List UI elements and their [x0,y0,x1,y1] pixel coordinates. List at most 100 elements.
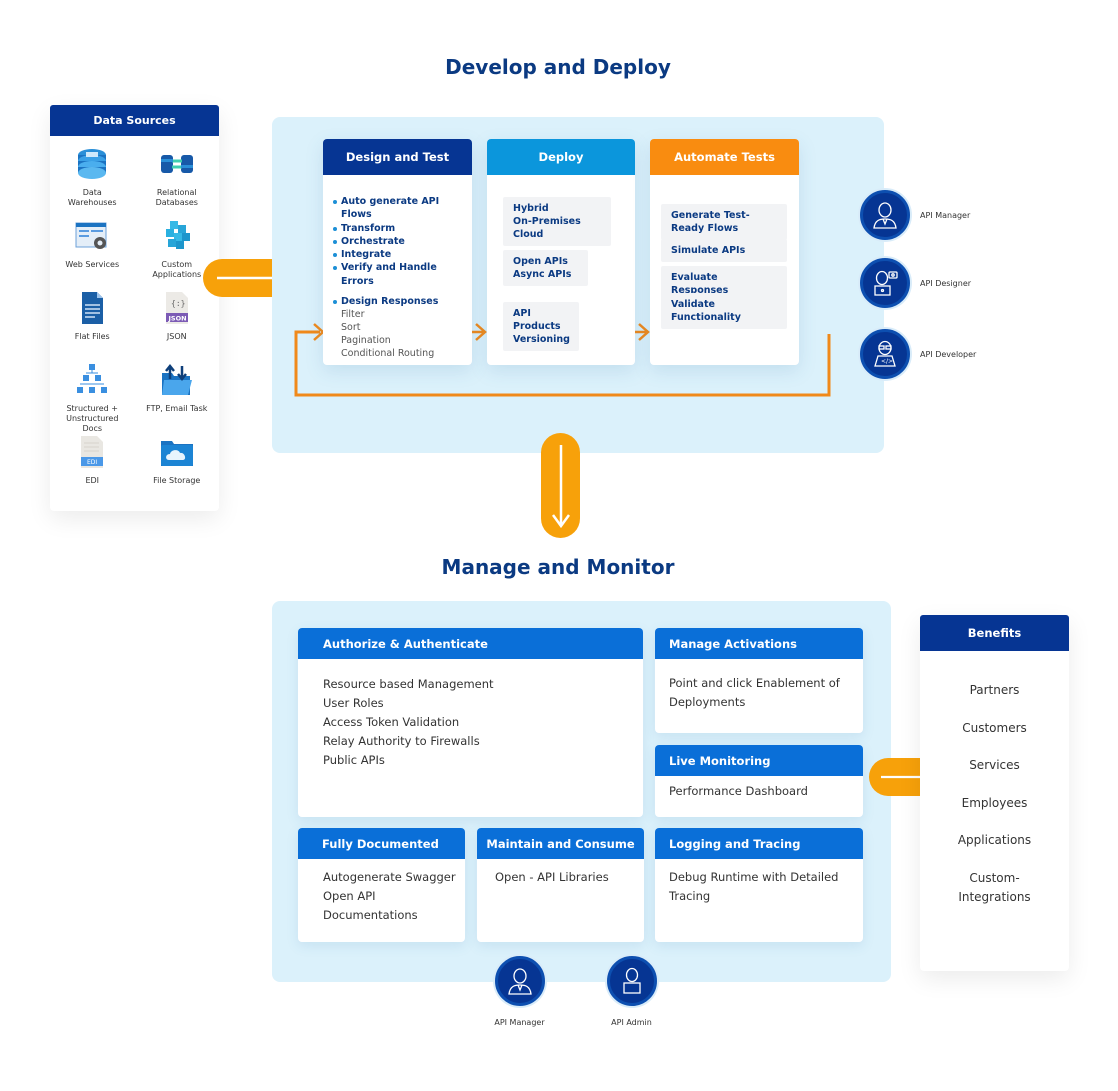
data-source-item: Web Services [50,219,135,285]
custom-applications-icon [160,219,194,260]
role-label: API Designer [920,278,972,288]
manage-activations-header: Manage Activations [655,628,863,659]
svg-text:{:}: {:} [171,299,185,308]
authorize-item: Relay Authority to Firewalls [323,734,480,748]
fully-documented-card: Fully Documented Autogenerate Swagger Op… [298,828,465,942]
arrow-down-icon [551,444,570,528]
role-label: API Admin [611,1018,652,1027]
data-source-item: File Storage [135,435,220,501]
authorize-item: Access Token Validation [323,715,460,729]
role-api-manager-bottom: API Manager [487,956,552,1027]
design-bullet: Integrate [323,248,472,261]
data-source-item: {:} JSON JSON [135,291,220,357]
data-source-item: Flat Files [50,291,135,357]
design-and-test-header: Design and Test [323,139,472,175]
data-source-label: File Storage [153,476,201,485]
chip-line: On-Premises Cloud [513,216,581,240]
api-designer-avatar-icon [860,258,910,308]
design-response-item: Conditional Routing [341,348,435,360]
data-sources-header: Data Sources [50,105,219,136]
role-label: API Developer [920,349,977,359]
data-source-label: Custom Applications [152,260,202,279]
design-response-item: Filter [341,309,365,321]
data-source-item: Custom Applications [135,219,220,285]
role-api-developer: </> API Developer [860,329,976,379]
web-services-icon [75,219,109,260]
data-sources-panel: Data Sources Data Warehouses Relational D… [50,105,219,511]
benefit-item: Services [969,758,1020,772]
benefit-item: Partners [969,683,1020,697]
authorize-item: Resource based Management [323,677,494,691]
role-api-admin: API Admin [599,956,664,1027]
manage-activations-card: Manage Activations Point and click Enabl… [655,628,863,733]
automate-chip: Validate Functionality [661,293,787,329]
design-bullet: Verify and Handle Errors [323,261,472,288]
api-manager-avatar-icon [860,190,910,240]
data-source-item: FTP, Email Task [135,363,220,429]
logging-tracing-card: Logging and Tracing Debug Runtime with D… [655,828,863,942]
automate-chip: Generate Test-Ready Flows [661,204,787,240]
api-admin-avatar-icon [606,956,657,1006]
develop-and-deploy-title: Develop and Deploy [445,55,671,79]
authorize-item: User Roles [323,696,384,710]
chip-line: Open APIs [513,256,568,267]
flow-arrow-down [541,433,580,538]
svg-text:</>: </> [881,358,893,365]
api-manager-avatar-icon [494,956,545,1006]
data-source-label: JSON [166,332,187,341]
design-response-item: Pagination [341,335,391,347]
data-source-item: Data Warehouses [50,147,135,213]
documented-item: Autogenerate Swagger [323,870,456,884]
chip-line: Versioning [513,334,570,345]
manage-activations-text: Point and click Enablement of Deployment… [669,676,840,709]
deploy-header: Deploy [487,139,635,175]
automate-tests-header: Automate Tests [650,139,799,175]
design-responses-bullet: Design Responses [323,295,472,308]
cloud-storage-icon [160,435,194,476]
data-source-label: Web Services [65,260,120,269]
benefits-panel: Benefits Partners Customers Services Emp… [920,615,1069,971]
design-bullet: Orchestrate [323,235,472,248]
relational-database-icon [160,147,194,188]
data-source-label: Structured + Unstructured Docs [66,404,119,433]
fully-documented-header: Fully Documented [298,828,465,859]
svg-text:JSON: JSON [167,315,186,323]
authorize-card: Authorize & Authenticate Resource based … [298,628,643,817]
logging-tracing-header: Logging and Tracing [655,828,863,859]
automate-chip: Simulate APIs [661,239,787,262]
maintain-consume-header: Maintain and Consume [477,828,644,859]
svg-text:EDI: EDI [87,459,97,466]
logging-tracing-text: Debug Runtime with Detailed Tracing [669,870,839,903]
data-source-label: FTP, Email Task [146,404,208,413]
api-developer-avatar-icon: </> [860,329,910,379]
authorize-header: Authorize & Authenticate [298,628,643,659]
role-label: API Manager [920,210,971,220]
automate-tests-card: Automate Tests Generate Test-Ready Flows… [650,139,799,365]
design-bullet: Transform [323,222,472,235]
authorize-item: Public APIs [323,753,385,767]
role-api-designer: API Designer [860,258,971,308]
data-source-label: Relational Databases [155,188,198,207]
documented-item: Open API [323,889,376,903]
live-monitoring-text: Performance Dashboard [669,784,808,798]
benefit-item: Employees [961,795,1028,810]
json-file-icon: {:} JSON [160,291,194,332]
data-source-item: Structured + Unstructured Docs [50,363,135,433]
design-and-test-card: Design and Test Auto generate API Flows … [323,139,472,365]
benefit-item: Applications [957,833,1032,847]
benefit-item: Custom-Integrations [958,870,1031,904]
ftp-folder-icon [160,363,194,404]
maintain-consume-card: Maintain and Consume Open - API Librarie… [477,828,644,942]
design-bullet: Auto generate API Flows [323,195,472,222]
flat-file-icon [75,291,109,332]
design-response-item: Sort [341,322,361,334]
maintain-consume-text: Open - API Libraries [495,870,609,884]
hierarchy-docs-icon [75,363,109,404]
live-monitoring-card: Live Monitoring Performance Dashboard [655,745,863,817]
data-source-label: Data Warehouses [67,188,117,207]
